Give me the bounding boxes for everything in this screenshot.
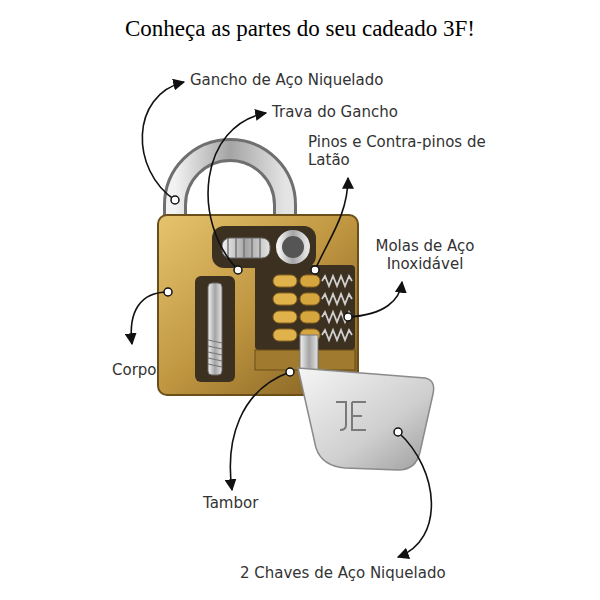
key-head: [298, 368, 434, 470]
latch-spring: [228, 238, 260, 258]
spring: [322, 276, 352, 286]
lock-rod: [208, 283, 222, 375]
leader-line: [315, 178, 348, 270]
part-label: 2 Chaves de Aço Niquelado: [240, 564, 540, 582]
spring: [322, 312, 352, 322]
pin: [273, 329, 297, 341]
pin: [273, 293, 297, 305]
shackle-leg: [166, 215, 184, 272]
pin: [273, 275, 297, 287]
leader-dot: [394, 428, 402, 436]
counter-pin: [300, 275, 320, 287]
part-label: Corpo: [112, 361, 212, 379]
leader-line: [142, 82, 184, 200]
part-label: Molas de Aço Inoxidável: [360, 237, 490, 273]
leader-line: [398, 432, 431, 557]
spring: [322, 330, 352, 340]
counter-pin: [300, 311, 320, 323]
part-label: Trava do Gancho: [272, 103, 472, 121]
leader-dot: [286, 368, 294, 376]
part-label: Gancho de Aço Niquelado: [190, 71, 450, 89]
counter-pin: [300, 293, 320, 305]
page-title: Conheça as partes do seu cadeado 3F!: [0, 16, 600, 42]
leader-line: [131, 292, 168, 344]
rod-thread: [208, 340, 222, 367]
leader-dot: [234, 266, 242, 274]
latch-ring: [279, 233, 307, 261]
leader-line: [208, 113, 266, 270]
part-label: Tambor: [203, 494, 323, 512]
pin: [273, 311, 297, 323]
latch-cavity: [212, 226, 316, 268]
leader-dot: [311, 266, 319, 274]
shackle-latch: [222, 238, 270, 258]
leader-dot: [164, 288, 172, 296]
leader-dot: [171, 196, 179, 204]
leader-line: [230, 372, 290, 490]
spring: [322, 294, 352, 304]
leader-line: [348, 282, 402, 317]
part-label: Pinos e Contra-pinos de Latão: [308, 133, 498, 169]
rod-channel: [195, 276, 235, 382]
key-logo: [336, 402, 366, 430]
leader-dot: [344, 313, 352, 321]
